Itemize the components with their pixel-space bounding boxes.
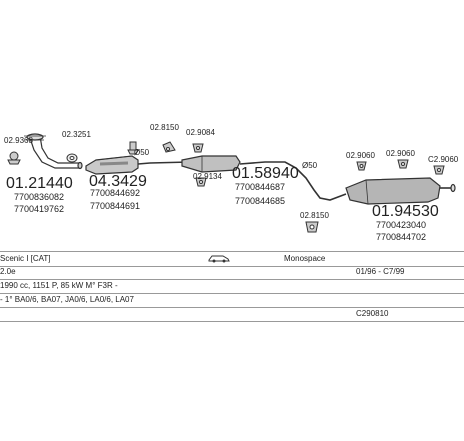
part-label: 02.8150 — [300, 211, 329, 220]
reference-code: C290810 — [356, 309, 389, 318]
car-icon — [208, 255, 230, 263]
model-name: Scenic I [CAT] — [0, 254, 51, 263]
part-number: 04.3429 — [89, 173, 147, 190]
gasket-icon — [66, 153, 78, 163]
body-type: Monospace — [284, 254, 326, 263]
model-codes: - 1° BA0/6, BA07, JA0/6, LA0/6, LA07 — [0, 295, 134, 304]
middle-silencer — [149, 155, 347, 201]
part-label: 02.3251 — [62, 130, 91, 139]
part-label: 02.9084 — [186, 128, 215, 137]
part-label: 02.8150 — [150, 123, 179, 132]
oem-number: 7700844687 — [235, 182, 285, 192]
hanger-icon — [162, 141, 176, 153]
part-number: 01.94530 — [372, 203, 439, 220]
info-row-ref: C290810 — [0, 307, 464, 322]
part-number: 01.21440 — [6, 175, 73, 192]
info-row-spec: 1990 cc, 1151 P, 85 kW M° F3R - — [0, 279, 464, 294]
part-label: 02.9368 — [4, 136, 33, 145]
oem-number: 7700844702 — [376, 232, 426, 242]
part-label: 02.9060 — [386, 149, 415, 158]
oem-number: 7700844692 — [90, 188, 140, 198]
oem-number: 7700419762 — [14, 204, 64, 214]
oem-number: 7700844691 — [90, 201, 140, 211]
hanger-icon — [195, 177, 207, 187]
hanger-icon — [433, 165, 445, 175]
years: 01/96 - C7/99 — [356, 267, 405, 276]
hanger-icon — [356, 161, 367, 171]
clamp-icon — [127, 141, 139, 155]
diameter-label: Ø50 — [302, 161, 318, 170]
part-label: C2.9060 — [428, 155, 459, 164]
oem-number: 7700423040 — [376, 220, 426, 230]
exhaust-diagram: 02.9368 02.3251 02.8150 02.9084 02.9134 … — [4, 123, 459, 242]
front-pipe — [24, 133, 83, 170]
part-label: 02.9060 — [346, 151, 375, 160]
hanger-icon — [192, 143, 204, 153]
info-row-codes: - 1° BA0/6, BA07, JA0/6, LA0/6, LA07 — [0, 293, 464, 308]
rear-silencer — [345, 177, 456, 205]
oem-number: 7700844685 — [235, 196, 285, 206]
hanger-icon — [397, 159, 409, 169]
engine: 2.0e — [0, 267, 16, 276]
info-row-engine: 2.0e 01/96 - C7/99 — [0, 265, 464, 280]
engine-spec: 1990 cc, 1151 P, 85 kW M° F3R - — [0, 281, 118, 290]
clamp-icon — [7, 151, 21, 165]
info-row-model: Scenic I [CAT] Monospace — [0, 251, 464, 267]
clamp-icon — [305, 221, 319, 233]
part-number: 01.58940 — [232, 165, 299, 182]
diameter-label: Ø50 — [134, 148, 150, 157]
catalytic-converter — [85, 155, 151, 175]
part-label: 02.9134 — [193, 172, 222, 181]
oem-number: 7700836082 — [14, 192, 64, 202]
